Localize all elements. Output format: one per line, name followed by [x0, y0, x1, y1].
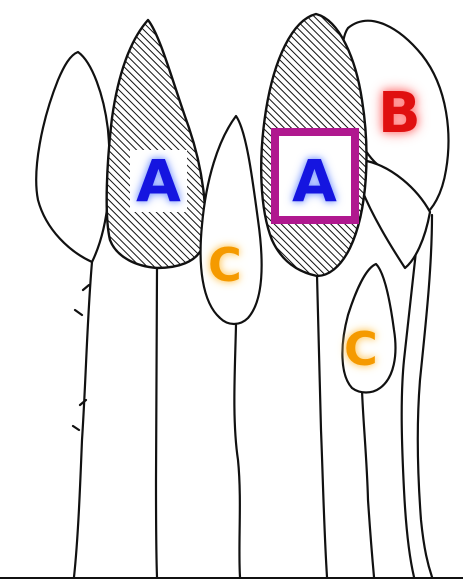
stem-6	[402, 215, 420, 577]
label-a-left: A	[130, 150, 187, 212]
stem-4	[317, 275, 327, 577]
stem-3	[234, 325, 240, 577]
leaf-1-outline	[36, 52, 109, 262]
stem-5	[362, 390, 374, 577]
stem-7	[418, 215, 432, 577]
leaf-c-middle-outline	[201, 116, 262, 324]
stem-1	[74, 262, 92, 577]
label-b: B	[378, 86, 421, 142]
leaf-a-left-hatched	[107, 20, 206, 268]
stem-2	[156, 268, 157, 577]
label-c-middle: C	[208, 242, 242, 288]
label-a-framed: A	[286, 150, 343, 212]
label-c-right: C	[344, 326, 378, 372]
